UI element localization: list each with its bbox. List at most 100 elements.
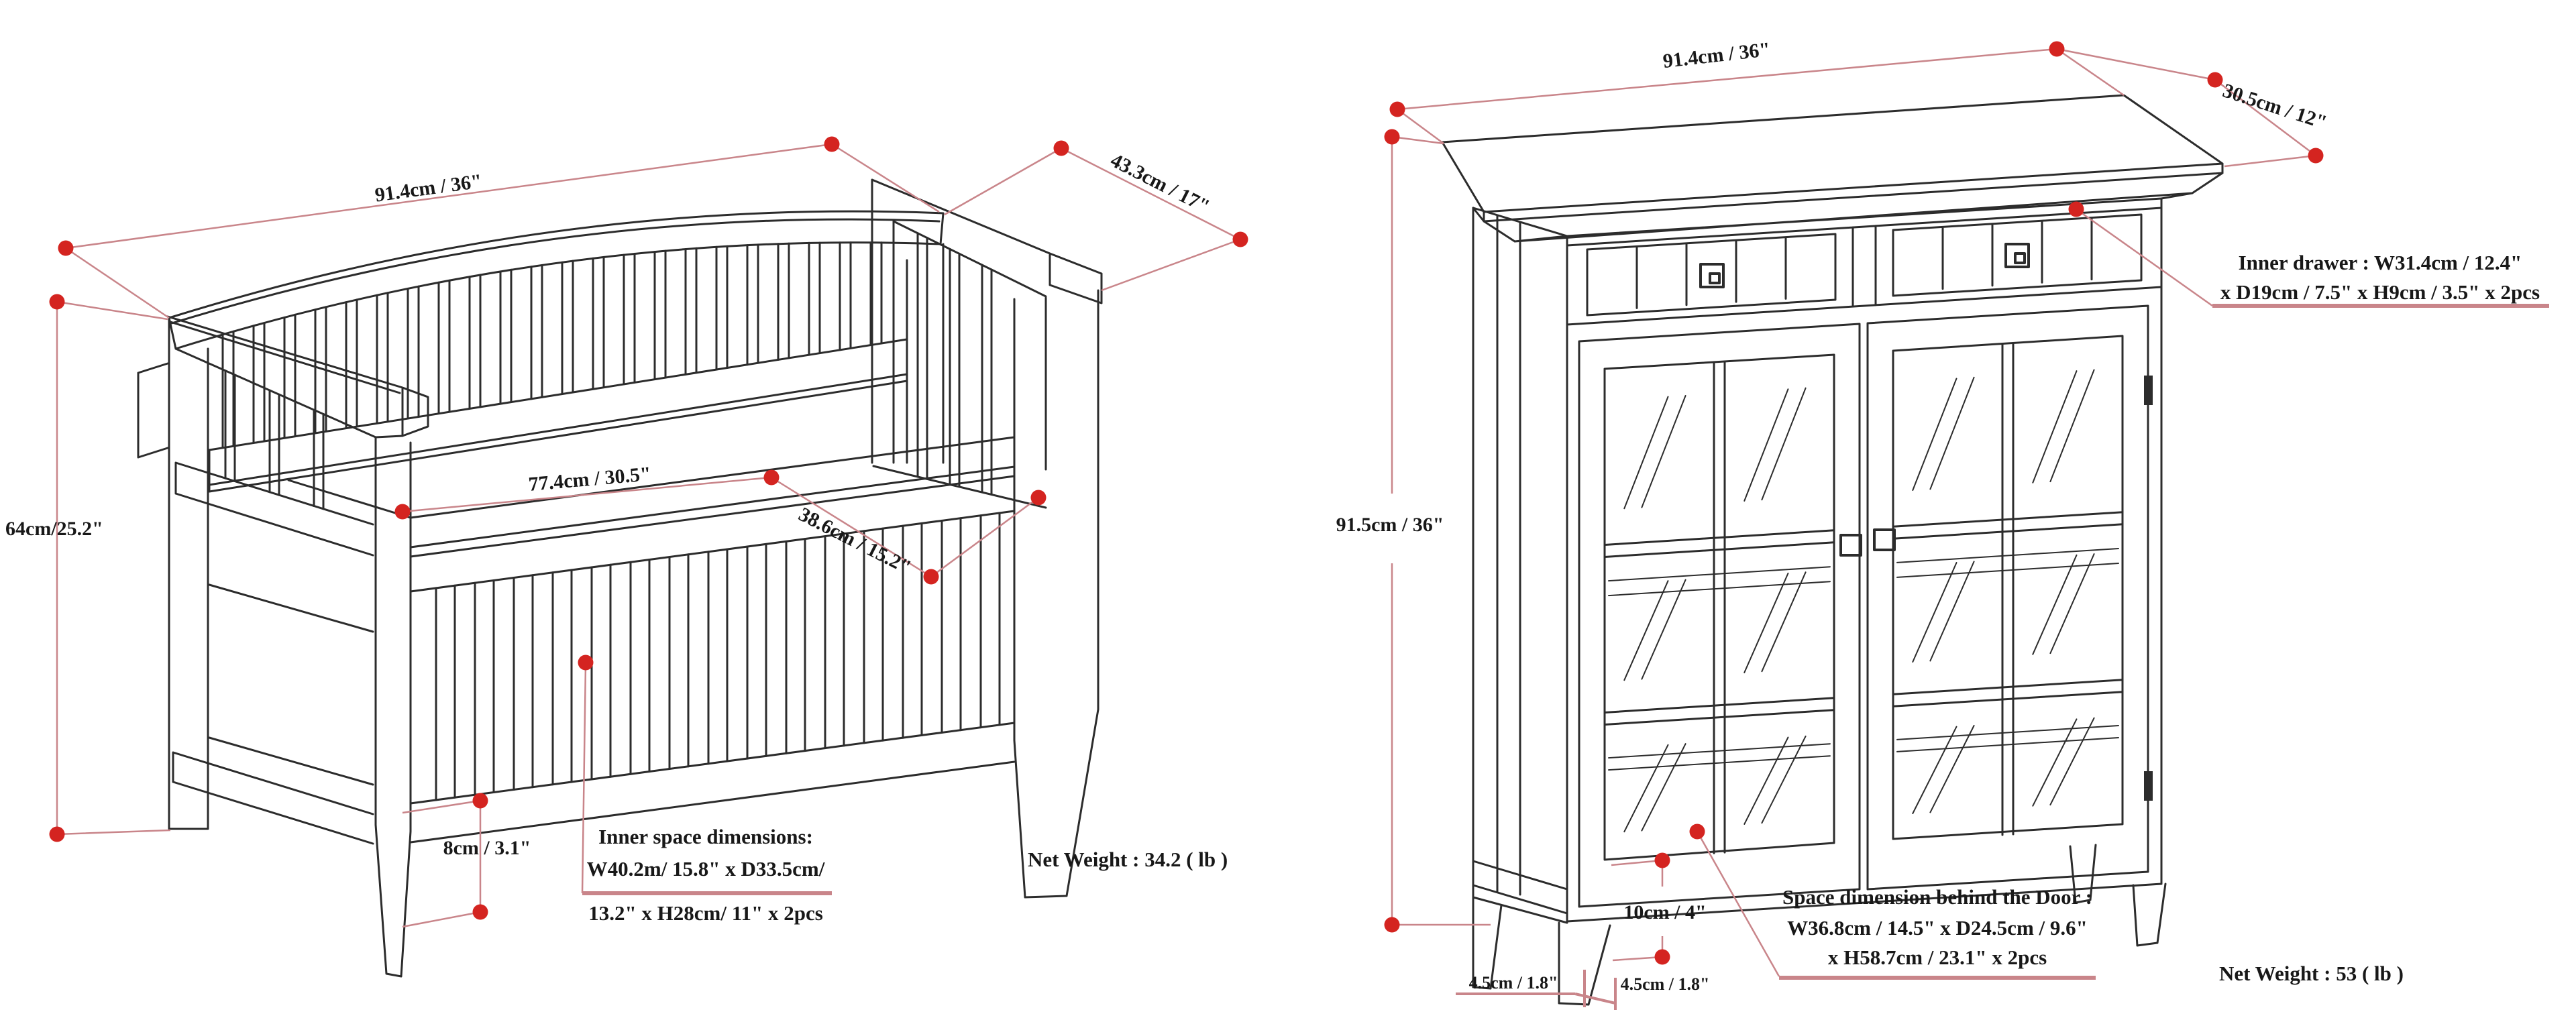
- cabinet-side-and-legs: [1472, 207, 2167, 1006]
- bench-inner-space-line2: W40.2m/ 15.8" x D33.5cm/: [587, 857, 825, 881]
- bench-seat-depth-dim-line: [771, 476, 1039, 578]
- cabinet-drawer-leader: [2076, 208, 2213, 307]
- glass-reflection: [1761, 387, 1807, 501]
- shelf-edge: [1896, 548, 2119, 563]
- dimension-marker-dot: [1384, 129, 1400, 145]
- cabinet-height-dim-line: [1391, 135, 1491, 926]
- glass-reflection: [1641, 743, 1686, 832]
- cabinet-space-door-line1: Space dimension behind the Door :: [1782, 885, 2092, 909]
- glass-reflection: [2032, 718, 2078, 807]
- dimension-marker-dot: [2049, 41, 2065, 57]
- glass-reflection: [1743, 736, 1789, 825]
- shelf-edge: [1896, 563, 2119, 578]
- bench-foot-dim-line: [402, 799, 482, 928]
- cabinet-width-dim-line: [1397, 48, 2125, 145]
- bench-left-arm: [166, 315, 429, 978]
- glass-reflection: [2049, 369, 2095, 483]
- glass-reflection: [1929, 725, 1975, 813]
- dimension-marker-dot: [1654, 949, 1670, 965]
- cabinet-space-door-line3: x H58.7cm / 23.1" x 2pcs: [1828, 946, 2047, 969]
- bench-seat-depth-label: 38.6cm / 15.2": [795, 503, 914, 579]
- cabinet-leg-width-label: 4.5cm / 1.8": [1469, 973, 1558, 992]
- door-row-mullion: [1603, 709, 1835, 726]
- shelf-edge: [1608, 743, 1831, 759]
- bench-height-label: 64cm/25.2": [5, 518, 103, 540]
- glass-reflection: [2049, 717, 2095, 806]
- bench-storage-box: [409, 475, 1016, 844]
- bench-back-rail: [168, 210, 945, 350]
- bench-dimension-dots: [49, 136, 1248, 920]
- glass-reflection: [1912, 726, 1957, 814]
- cabinet-net-weight: Net Weight : 53 ( lb ): [2219, 962, 2404, 985]
- bench-inner-space-leader: [581, 663, 587, 894]
- dimension-marker-dot: [824, 136, 840, 152]
- shelf-edge: [1896, 737, 2119, 752]
- shelf-edge: [1608, 755, 1831, 771]
- dimension-marker-dot: [2207, 72, 2223, 88]
- glass-reflection: [1641, 395, 1686, 508]
- door-row-mullion: [1603, 541, 1835, 558]
- cabinet-interior-shelves: [1608, 548, 2119, 771]
- dimension-marker-dot: [1389, 101, 1405, 117]
- glass-reflection: [1623, 744, 1669, 833]
- door-row-mullion: [1603, 697, 1835, 714]
- cabinet-leg-ticks: [1456, 970, 1617, 1010]
- dimension-marker-dot: [1689, 824, 1705, 840]
- cabinet-right-drawer: [1892, 213, 2143, 297]
- glass-reflection: [1623, 580, 1669, 681]
- door-row-mullion: [1603, 529, 1835, 546]
- dimension-marker-dot: [472, 793, 488, 809]
- cabinet-top: [1441, 94, 2224, 243]
- bench-foot-height-label: 8cm / 3.1": [443, 837, 531, 859]
- cabinet-dimensions: [1384, 41, 2549, 1010]
- cabinet-drawing: [1441, 94, 2224, 1006]
- glass-reflection: [1641, 579, 1686, 680]
- cabinet-left-door: [1578, 323, 1861, 908]
- cabinet-right-door: [1866, 304, 2149, 891]
- cabinet-door-leader: [1696, 831, 1780, 977]
- bench-labels: 91.4cm / 36" 43.3cm / 17" 64cm/25.2" 77.…: [5, 149, 1228, 925]
- cabinet-door-mullions: [1603, 342, 2124, 854]
- cabinet-hinge-top: [2144, 376, 2153, 405]
- bench-back-spindles: [221, 241, 883, 449]
- dimension-marker-dot: [2068, 201, 2084, 217]
- glass-reflection: [1929, 376, 1975, 490]
- glass-reflection: [2049, 553, 2095, 655]
- bench-dimensions: [49, 136, 1248, 928]
- glass-reflection: [1761, 735, 1807, 824]
- shelf-edge: [1608, 581, 1831, 597]
- bench-width-label: 91.4cm / 36": [374, 170, 484, 206]
- glass-reflection: [1623, 396, 1669, 510]
- dimension-marker-dot: [49, 826, 65, 842]
- door-row-mullion: [1892, 511, 2124, 528]
- door-row-mullion: [1892, 691, 2124, 707]
- dimension-marker-dot: [1384, 917, 1400, 933]
- shelf-edge: [1896, 725, 2119, 740]
- cabinet-inner-drawer-line1: Inner drawer : W31.4cm / 12.4": [2239, 251, 2522, 274]
- bench-front-slats: [435, 512, 1001, 801]
- bench-seat: [287, 436, 1016, 549]
- bench-right-arm: [871, 178, 1103, 899]
- bench-height-dim-line: [56, 300, 171, 836]
- dimension-marker-dot: [1053, 140, 1069, 156]
- bench-depth-dim-line: [944, 147, 1241, 292]
- glass-reflection: [1761, 571, 1807, 673]
- dimension-marker-dot: [472, 904, 488, 920]
- cabinet-height-label: 91.5cm / 36": [1336, 514, 1444, 536]
- bench-depth-label: 43.3cm / 17": [1107, 149, 1213, 217]
- dimension-marker-dot: [763, 469, 780, 486]
- bench-left-arm-spindles: [224, 370, 325, 510]
- dimension-marker-dot: [49, 294, 65, 310]
- dimension-marker-dot: [1030, 490, 1046, 506]
- cabinet-left-drawer: [1586, 233, 1837, 317]
- cabinet-depth-dim-line: [2056, 48, 2316, 168]
- cabinet-drawer-divisions: [1635, 218, 2093, 309]
- bench-net-weight: Net Weight : 34.2 ( lb ): [1028, 848, 1228, 871]
- glass-reflection: [1929, 561, 1975, 662]
- glass-reflection: [2032, 554, 2078, 655]
- glass-reflection: [1743, 388, 1789, 502]
- cabinet-inner-drawer-line2: x D19cm / 7.5" x H9cm / 3.5" x 2pcs: [2220, 280, 2540, 304]
- bench-inner-space-line1: Inner space dimensions:: [598, 825, 813, 848]
- dimension-marker-dot: [1654, 852, 1670, 868]
